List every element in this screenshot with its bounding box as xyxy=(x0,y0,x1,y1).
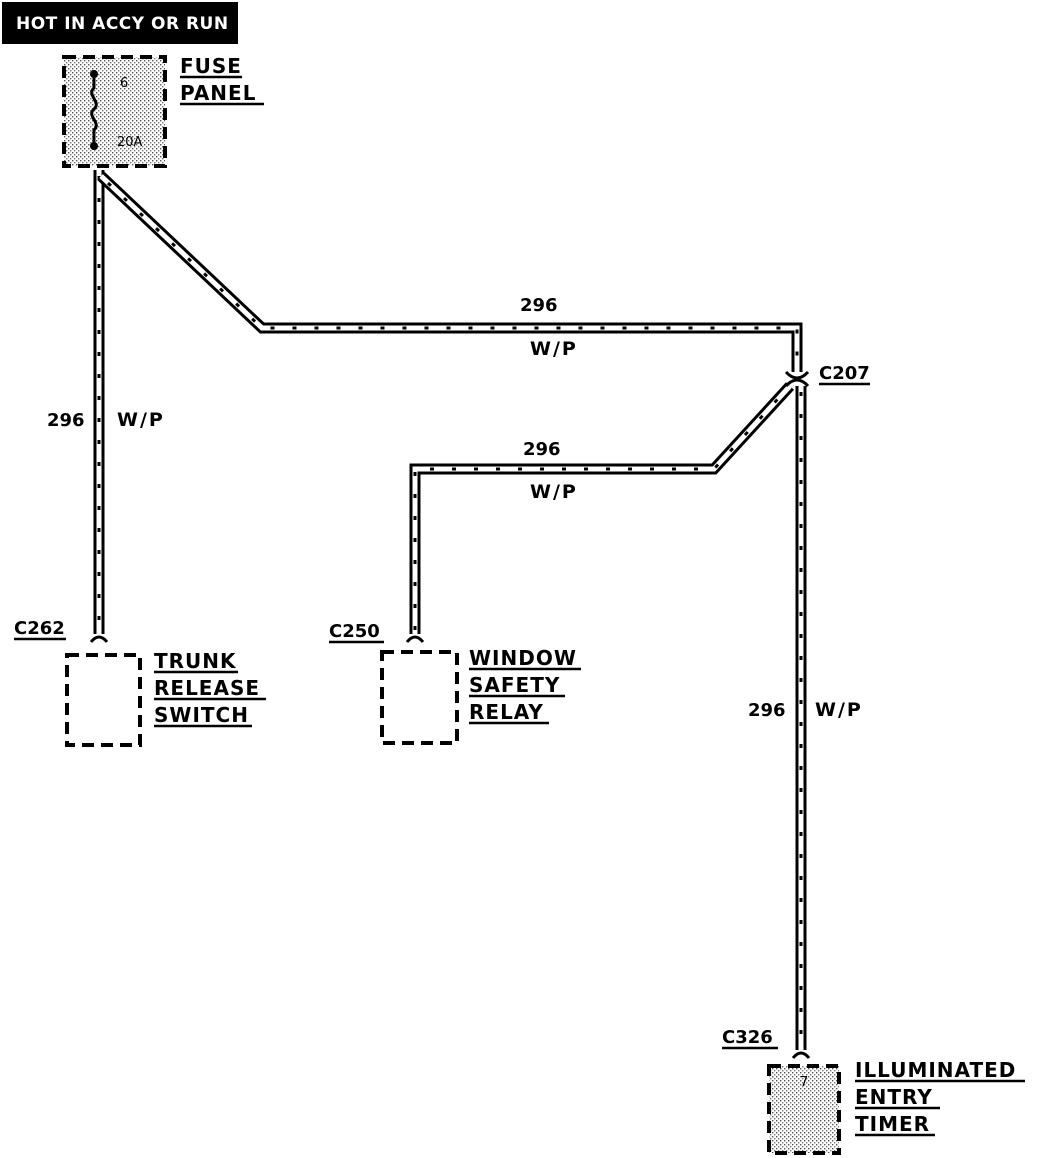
window-safety-relay-line1: WINDOW xyxy=(469,646,577,670)
fuse-panel-label-line2: PANEL xyxy=(180,81,256,105)
wire-left-number: 296 xyxy=(47,410,85,431)
illuminated-entry-timer-pin: 7 xyxy=(800,1075,808,1090)
wire-left-color: W/P xyxy=(117,409,165,431)
connector-c326-icon xyxy=(791,1051,811,1059)
fuse-symbol-icon xyxy=(90,70,98,150)
connector-c207-icon xyxy=(784,370,810,388)
connector-c250-icon xyxy=(405,635,425,643)
illuminated-entry-timer-line3: TIMER xyxy=(855,1112,930,1136)
window-safety-relay-line3: RELAY xyxy=(469,700,544,724)
wire-middle-number: 296 xyxy=(523,439,561,460)
wire-top-color: W/P xyxy=(530,338,578,360)
connector-c262: C262 xyxy=(14,618,109,643)
connector-c262-label: C262 xyxy=(14,618,65,639)
connector-c326: C326 xyxy=(722,1027,811,1059)
trunk-release-switch-line2: RELEASE xyxy=(154,676,260,700)
wire-middle-color: W/P xyxy=(530,481,578,503)
connector-c250: C250 xyxy=(329,621,425,644)
illuminated-entry-timer-line1: ILLUMINATED xyxy=(855,1058,1016,1082)
wire-right-number: 296 xyxy=(748,700,786,721)
wire-296-middle-horizontal xyxy=(409,382,795,634)
illuminated-entry-timer-line2: ENTRY xyxy=(855,1085,933,1109)
illuminated-entry-timer: 7 ILLUMINATED ENTRY TIMER xyxy=(767,1058,1025,1155)
power-header-banner: HOT IN ACCY OR RUN xyxy=(2,2,238,44)
fuse-rating: 20A xyxy=(117,135,143,150)
trunk-release-switch-line3: SWITCH xyxy=(154,703,249,727)
window-safety-relay-line2: SAFETY xyxy=(469,673,560,697)
fuse-panel-label-line1: FUSE xyxy=(180,54,242,78)
fuse-panel: 6 20A FUSE PANEL xyxy=(62,54,264,168)
connector-c250-label: C250 xyxy=(329,621,380,642)
power-header-text: HOT IN ACCY OR RUN xyxy=(16,14,229,34)
wire-right-color: W/P xyxy=(815,699,863,721)
connector-c326-label: C326 xyxy=(722,1027,773,1048)
wire-296-top-horizontal xyxy=(97,172,803,372)
connector-c262-icon xyxy=(89,635,109,643)
fuse-number: 6 xyxy=(120,76,128,91)
wire-top-number: 296 xyxy=(520,295,558,316)
window-safety-relay: WINDOW SAFETY RELAY xyxy=(380,646,581,745)
connector-c207: C207 xyxy=(784,363,870,388)
trunk-release-switch: TRUNK RELEASE SWITCH xyxy=(65,649,266,747)
trunk-release-switch-line1: TRUNK xyxy=(154,649,237,673)
connector-c207-label: C207 xyxy=(819,363,870,384)
